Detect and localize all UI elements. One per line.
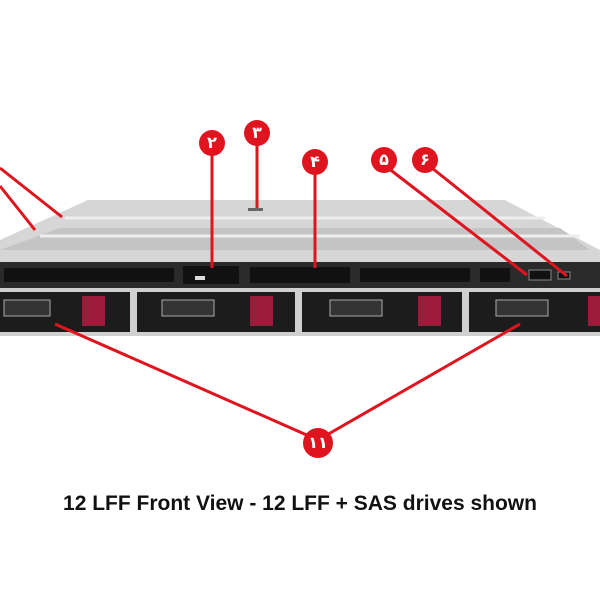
marker-2-circle — [199, 130, 225, 156]
callout-circles — [199, 120, 438, 458]
marker-3: ۳ — [252, 123, 262, 142]
marker-5: ۵ — [379, 150, 389, 169]
caption: 12 LFF Front View - 12 LFF + SAS drives … — [63, 492, 537, 515]
marker-2: ۲ — [207, 133, 217, 152]
marker-11: ۱۱ — [308, 433, 328, 452]
marker-6: ۶ — [420, 150, 430, 169]
drive-bay-optical — [183, 266, 239, 284]
drive-4 — [469, 292, 600, 332]
callout-lines — [0, 140, 568, 442]
marker-4: ۴ — [310, 152, 320, 171]
chassis-top-panel — [0, 228, 590, 250]
marker-5-circle — [371, 147, 397, 173]
usb-port — [528, 269, 552, 281]
marker-11-circle — [303, 428, 333, 458]
drive-bays — [0, 292, 600, 332]
top-label — [248, 208, 263, 211]
marker-6-circle — [412, 147, 438, 173]
drive-3 — [302, 292, 462, 332]
marker-4-circle — [302, 149, 328, 175]
marker-3-circle — [244, 120, 270, 146]
vents — [4, 267, 510, 283]
drive-1 — [0, 292, 130, 332]
drive-2 — [137, 292, 295, 332]
